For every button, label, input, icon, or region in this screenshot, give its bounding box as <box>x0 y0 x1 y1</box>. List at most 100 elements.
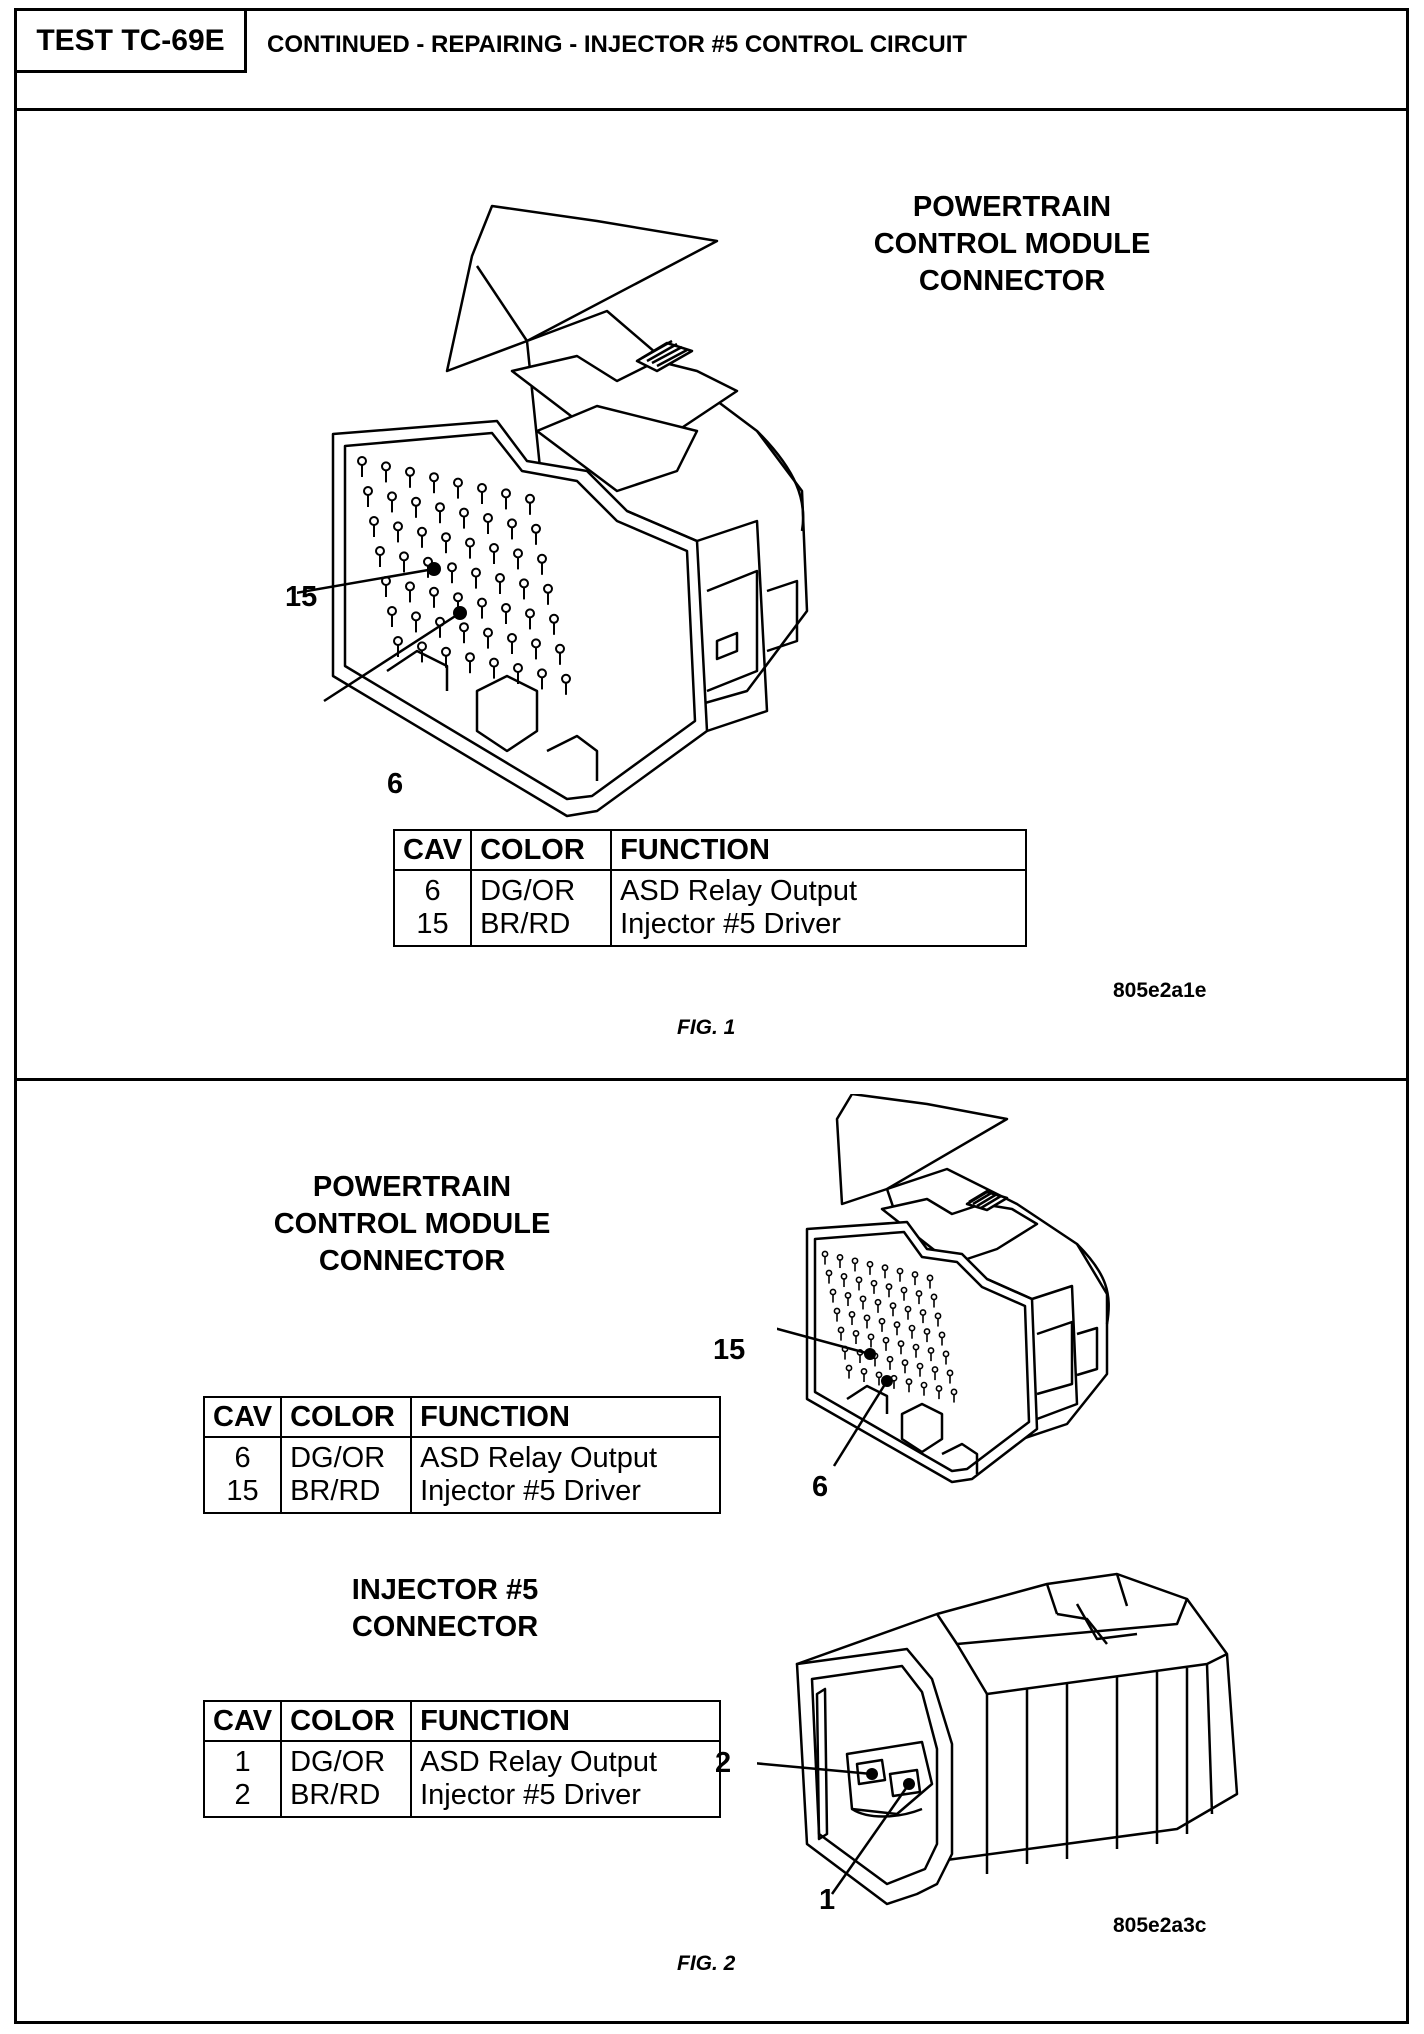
table-row: 15 BR/RD Injector #5 Driver <box>392 908 1027 947</box>
table-header-row: CAV COLOR FUNCTION <box>392 829 1027 871</box>
label-line: CONTROL MODULE <box>273 1208 551 1240</box>
connector-pin <box>837 1326 845 1334</box>
color-cell: BR/RD <box>280 1475 413 1514</box>
leader-line-15 <box>777 1327 871 1356</box>
cav-cell: 6 <box>202 1437 283 1475</box>
cav-cell: 15 <box>392 908 473 947</box>
leader-line-2 <box>757 1762 873 1776</box>
connector-pin <box>908 1324 916 1332</box>
label-line: POWERTRAIN <box>312 1171 512 1203</box>
connector-pin <box>825 1269 833 1277</box>
color-cell: BR/RD <box>470 908 613 947</box>
column-header-cav: CAV <box>202 1396 283 1438</box>
table-header-row: CAV COLOR FUNCTION <box>202 1700 721 1742</box>
table-row: 15 BR/RD Injector #5 Driver <box>202 1475 721 1514</box>
column-header-function: FUNCTION <box>610 829 1027 871</box>
function-cell: Injector #5 Driver <box>410 1779 721 1818</box>
color-cell: DG/OR <box>470 870 613 908</box>
pcm-connector-label: POWERTRAIN CONTROL MODULE CONNECTOR <box>847 189 1177 300</box>
pin-label-15: 15 <box>713 1334 746 1366</box>
connector-pin <box>845 1364 853 1372</box>
function-cell: Injector #5 Driver <box>610 908 1027 947</box>
connector-pin <box>851 1257 859 1265</box>
label-line: CONNECTOR <box>318 1245 506 1277</box>
connector-pin <box>897 1340 905 1348</box>
connector-pin <box>471 567 481 578</box>
connector-pin <box>840 1273 848 1280</box>
label-line: POWERTRAIN <box>912 191 1112 223</box>
connector-pin <box>477 597 487 608</box>
leader-line-15 <box>297 567 435 595</box>
table-row: 1 DG/OR ASD Relay Output <box>202 1741 721 1779</box>
connector-pin <box>916 1362 924 1370</box>
test-id: TEST TC-69E <box>17 11 247 73</box>
color-cell: BR/RD <box>280 1779 413 1818</box>
fig1-cavity-table: CAV COLOR FUNCTION 6 DG/OR ASD Relay Out… <box>392 829 1027 947</box>
figure-caption: FIG. 2 <box>677 1952 736 1975</box>
connector-pin <box>882 1336 890 1344</box>
column-header-cav: CAV <box>392 829 473 871</box>
manual-page: TEST TC-69E CONTINUED - REPAIRING - INJE… <box>14 8 1409 2024</box>
column-header-function: FUNCTION <box>410 1700 721 1742</box>
connector-pin <box>878 1317 886 1325</box>
connector-pin <box>904 1305 912 1313</box>
function-cell: ASD Relay Output <box>410 1437 721 1475</box>
label-line: INJECTOR #5 <box>351 1574 539 1606</box>
connector-pin <box>881 1264 889 1272</box>
table-row: 6 DG/OR ASD Relay Output <box>392 870 1027 908</box>
connector-pin <box>912 1343 920 1351</box>
connector-pin <box>821 1250 829 1258</box>
label-line: CONNECTOR <box>918 265 1106 297</box>
pcm-connector-small-drawing <box>777 1094 1110 1484</box>
connector-pin <box>483 627 493 638</box>
figure-2-panel: POWERTRAIN CONTROL MODULE CONNECTOR CAV … <box>17 1084 1406 2024</box>
cav-cell: 2 <box>202 1779 283 1818</box>
image-code: 805e2a3c <box>1113 1914 1207 1937</box>
connector-pin <box>874 1298 882 1306</box>
connector-pin <box>920 1381 928 1389</box>
function-cell: Injector #5 Driver <box>410 1475 721 1514</box>
fig2-injector-cavity-table: CAV COLOR FUNCTION 1 DG/OR ASD Relay Out… <box>202 1700 721 1818</box>
connector-pin <box>844 1292 852 1299</box>
pcm-connector-label: POWERTRAIN CONTROL MODULE CONNECTOR <box>242 1169 582 1280</box>
connector-pin <box>489 657 499 668</box>
column-header-color: COLOR <box>470 829 613 871</box>
cav-cell: 6 <box>392 870 473 908</box>
connector-pin <box>867 1333 875 1341</box>
pin-label-6: 6 <box>812 1471 829 1503</box>
label-line: CONNECTOR <box>351 1611 539 1643</box>
connector-pin <box>863 1314 871 1322</box>
connector-pin <box>859 1295 867 1303</box>
image-code: 805e2a1e <box>1113 979 1207 1002</box>
figure-1-panel: POWERTRAIN CONTROL MODULE CONNECTOR <box>17 111 1406 1081</box>
pin-label-15: 15 <box>285 581 318 613</box>
color-cell: DG/OR <box>280 1437 413 1475</box>
function-cell: ASD Relay Output <box>610 870 1027 908</box>
injector-connector-drawing <box>757 1572 1239 1906</box>
connector-pin <box>852 1330 860 1337</box>
connector-pin <box>829 1288 837 1296</box>
connector-pin <box>875 1371 883 1379</box>
pin-label-2: 2 <box>715 1747 732 1779</box>
fig2-pcm-cavity-table: CAV COLOR FUNCTION 6 DG/OR ASD Relay Out… <box>202 1396 721 1514</box>
connector-pin <box>893 1321 901 1329</box>
pin-label-6: 6 <box>387 768 404 800</box>
pcm-connector-drawing <box>297 204 809 818</box>
figure-caption: FIG. 1 <box>677 1016 736 1039</box>
table-row: 6 DG/OR ASD Relay Output <box>202 1437 721 1475</box>
color-cell: DG/OR <box>280 1741 413 1779</box>
table-row: 2 BR/RD Injector #5 Driver <box>202 1779 721 1818</box>
page-title: CONTINUED - REPAIRING - INJECTOR #5 CONT… <box>267 31 968 58</box>
injector-connector-label: INJECTOR #5 CONNECTOR <box>275 1572 615 1646</box>
leader-line-1 <box>830 1783 911 1895</box>
function-cell: ASD Relay Output <box>410 1741 721 1779</box>
pin-label-1: 1 <box>819 1884 836 1916</box>
column-header-color: COLOR <box>280 1700 413 1742</box>
connector-pin <box>459 507 469 518</box>
column-header-function: FUNCTION <box>410 1396 721 1438</box>
cav-cell: 1 <box>202 1741 283 1779</box>
connector-pin <box>885 1283 893 1291</box>
table-header-row: CAV COLOR FUNCTION <box>202 1396 721 1438</box>
connector-pin <box>896 1267 904 1275</box>
cav-cell: 15 <box>202 1475 283 1514</box>
